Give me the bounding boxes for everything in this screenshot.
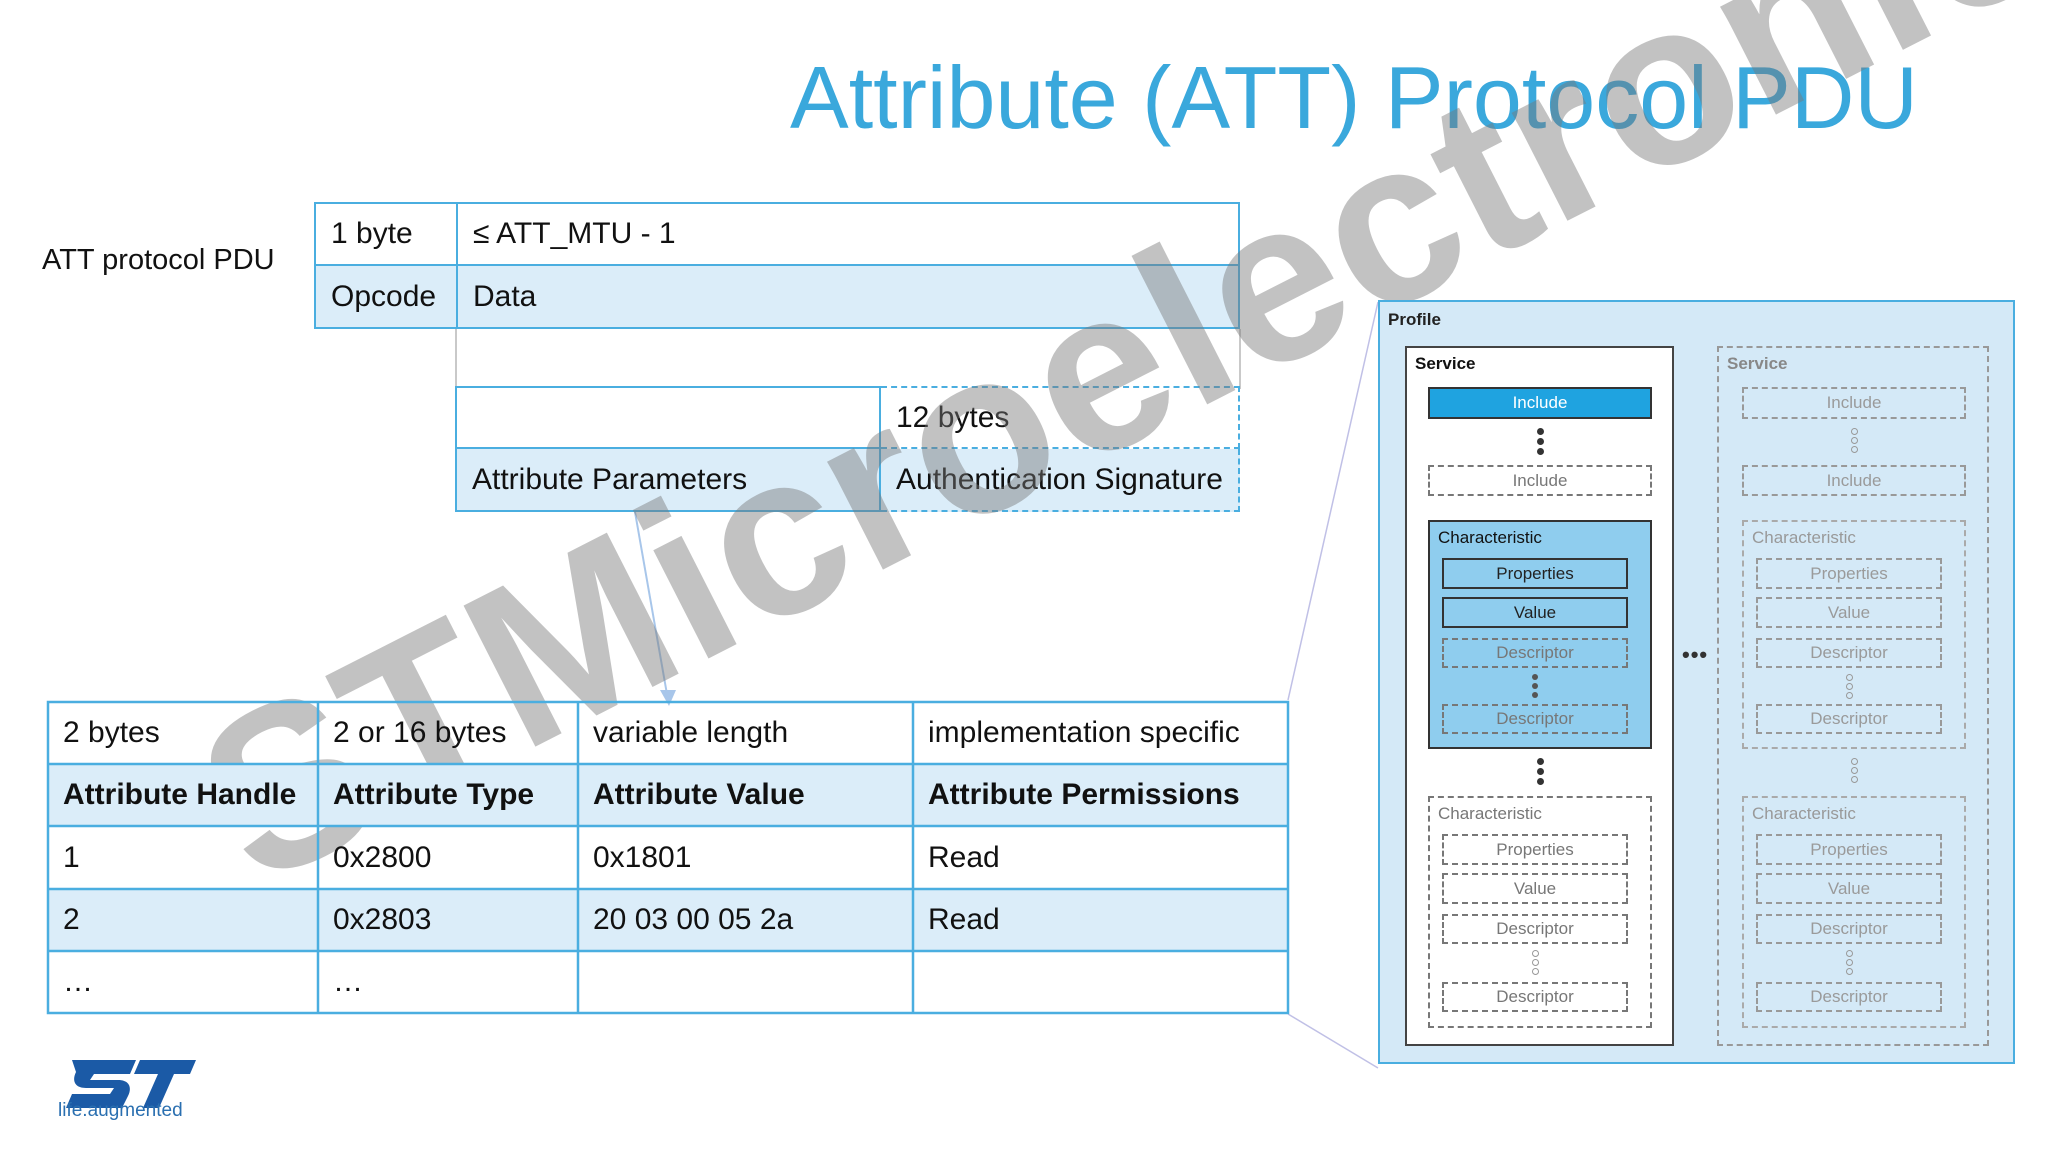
descriptor-item: Descriptor bbox=[1442, 982, 1628, 1012]
characteristic-item: Characteristic Properties Value Descript… bbox=[1428, 796, 1652, 1028]
properties-item: Properties bbox=[1442, 558, 1628, 589]
cell-type: 0x2800 bbox=[333, 840, 432, 874]
cell-handle: 1 bbox=[63, 840, 80, 874]
services-ellipsis: ••• bbox=[1682, 642, 1709, 667]
header-value: Attribute Value bbox=[593, 778, 805, 811]
pdu-opcode: Opcode bbox=[314, 266, 458, 329]
page-title: Attribute (ATT) Protocol PDU bbox=[790, 48, 1918, 147]
service-title: Service bbox=[1727, 354, 1788, 373]
cell-handle: … bbox=[63, 965, 93, 998]
service-box-faded: Service Include Include Characteristic P… bbox=[1717, 346, 1989, 1046]
characteristic-title: Characteristic bbox=[1438, 804, 1542, 823]
cell-permissions bbox=[913, 951, 1288, 1013]
cell-type: … bbox=[333, 965, 363, 998]
properties-item: Properties bbox=[1756, 558, 1942, 589]
profile-diagram: Profile Service Include Include Characte… bbox=[1378, 300, 2015, 1064]
value-item: Value bbox=[1442, 873, 1628, 904]
include-item: Include bbox=[1742, 387, 1966, 419]
size-permissions: implementation specific bbox=[928, 716, 1240, 749]
value-item: Value bbox=[1756, 597, 1942, 628]
auth-signature-size: 12 bytes bbox=[881, 386, 1240, 449]
descriptor-item: Descriptor bbox=[1442, 704, 1628, 734]
descriptor-item: Descriptor bbox=[1756, 914, 1942, 944]
characteristic-item: Characteristic Properties Value Descript… bbox=[1742, 520, 1966, 749]
cell-type: 0x2803 bbox=[333, 903, 432, 936]
cell-value: 20 03 00 05 2a bbox=[593, 903, 794, 936]
value-item: Value bbox=[1442, 597, 1628, 628]
characteristic-title: Characteristic bbox=[1752, 528, 1856, 547]
service-box: Service Include Include Characteristic P… bbox=[1405, 346, 1674, 1046]
cell-value bbox=[578, 951, 913, 1013]
auth-signature: Authentication Signature bbox=[881, 449, 1240, 512]
include-item: Include bbox=[1742, 465, 1966, 496]
characteristic-title: Characteristic bbox=[1438, 528, 1542, 547]
header-permissions: Attribute Permissions bbox=[928, 778, 1240, 811]
pdu-opcode-size: 1 byte bbox=[314, 202, 458, 266]
size-type: 2 or 16 bytes bbox=[333, 716, 507, 749]
size-handle: 2 bytes bbox=[63, 716, 160, 749]
characteristic-active: Characteristic Properties Value Descript… bbox=[1428, 520, 1652, 749]
descriptor-item: Descriptor bbox=[1442, 914, 1628, 944]
characteristic-title: Characteristic bbox=[1752, 804, 1856, 823]
attr-params-size bbox=[455, 386, 881, 449]
attr-params: Attribute Parameters bbox=[455, 449, 881, 512]
properties-item: Properties bbox=[1756, 834, 1942, 865]
header-handle: Attribute Handle bbox=[63, 778, 297, 811]
cell-handle: 2 bbox=[63, 903, 80, 936]
descriptor-item: Descriptor bbox=[1442, 638, 1628, 668]
profile-title: Profile bbox=[1388, 310, 1441, 329]
descriptor-item: Descriptor bbox=[1756, 638, 1942, 668]
size-value: variable length bbox=[593, 716, 789, 749]
properties-item: Properties bbox=[1442, 834, 1628, 865]
pdu-data: Data bbox=[458, 266, 1240, 329]
include-item: Include bbox=[1428, 465, 1652, 496]
st-logo bbox=[66, 1060, 196, 1108]
descriptor-item: Descriptor bbox=[1756, 982, 1942, 1012]
value-item: Value bbox=[1756, 873, 1942, 904]
cell-permissions: Read bbox=[928, 840, 1000, 874]
header-type: Attribute Type bbox=[333, 778, 535, 811]
cell-permissions: Read bbox=[928, 903, 1000, 936]
pdu-data-size: ≤ ATT_MTU - 1 bbox=[458, 202, 1240, 266]
descriptor-item: Descriptor bbox=[1756, 704, 1942, 734]
include-active: Include bbox=[1428, 387, 1652, 419]
cell-value: 0x1801 bbox=[593, 840, 692, 874]
logo-tagline: life.augmented bbox=[58, 1100, 183, 1121]
pdu-label: ATT protocol PDU bbox=[42, 244, 275, 276]
service-title: Service bbox=[1415, 354, 1476, 373]
characteristic-item: Characteristic Properties Value Descript… bbox=[1742, 796, 1966, 1028]
